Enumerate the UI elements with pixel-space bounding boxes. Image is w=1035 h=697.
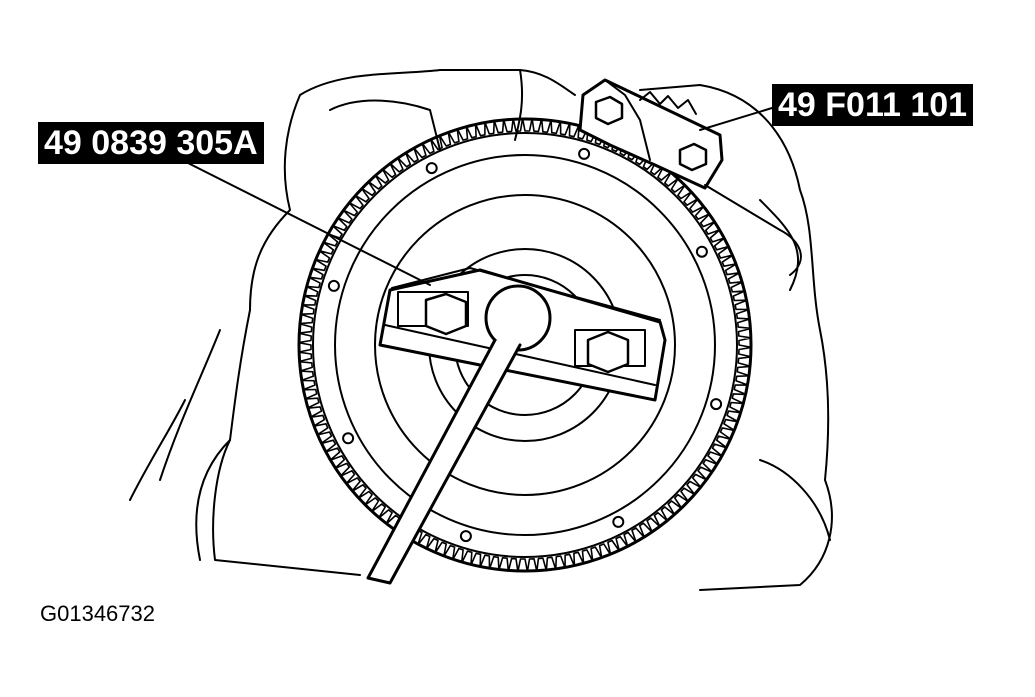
bolt-hole xyxy=(695,245,708,258)
flywheel-bolt-holes xyxy=(327,147,723,543)
cable xyxy=(704,184,802,276)
leader-line-left xyxy=(181,159,431,286)
flywheel-gear-ring xyxy=(297,117,753,573)
bolt-hole xyxy=(327,279,340,292)
gear-teeth xyxy=(298,118,752,572)
flywheel-inner-ring xyxy=(312,132,738,558)
bolt-hole xyxy=(612,515,625,528)
leader-line-right xyxy=(699,107,773,131)
bolt-hole xyxy=(342,432,355,445)
tool-label-lock-plate: 49 F011 101 xyxy=(772,84,974,126)
flywheel-face xyxy=(334,154,716,536)
gear-teeth-path xyxy=(298,118,752,572)
figure-id: G01346732 xyxy=(40,601,155,626)
tool-lock-plate xyxy=(578,78,724,190)
tool-label-holder: 49 0839 305A xyxy=(38,122,264,164)
flywheel-disc xyxy=(374,194,676,496)
bolt-hole xyxy=(710,398,723,411)
engine-block-outline xyxy=(212,69,833,591)
tool-holder-bar xyxy=(366,267,667,585)
bolt-hole xyxy=(578,147,591,160)
bolt-hole xyxy=(459,530,472,543)
engine-casting-detail xyxy=(129,69,831,561)
bolt-hole xyxy=(425,162,438,175)
